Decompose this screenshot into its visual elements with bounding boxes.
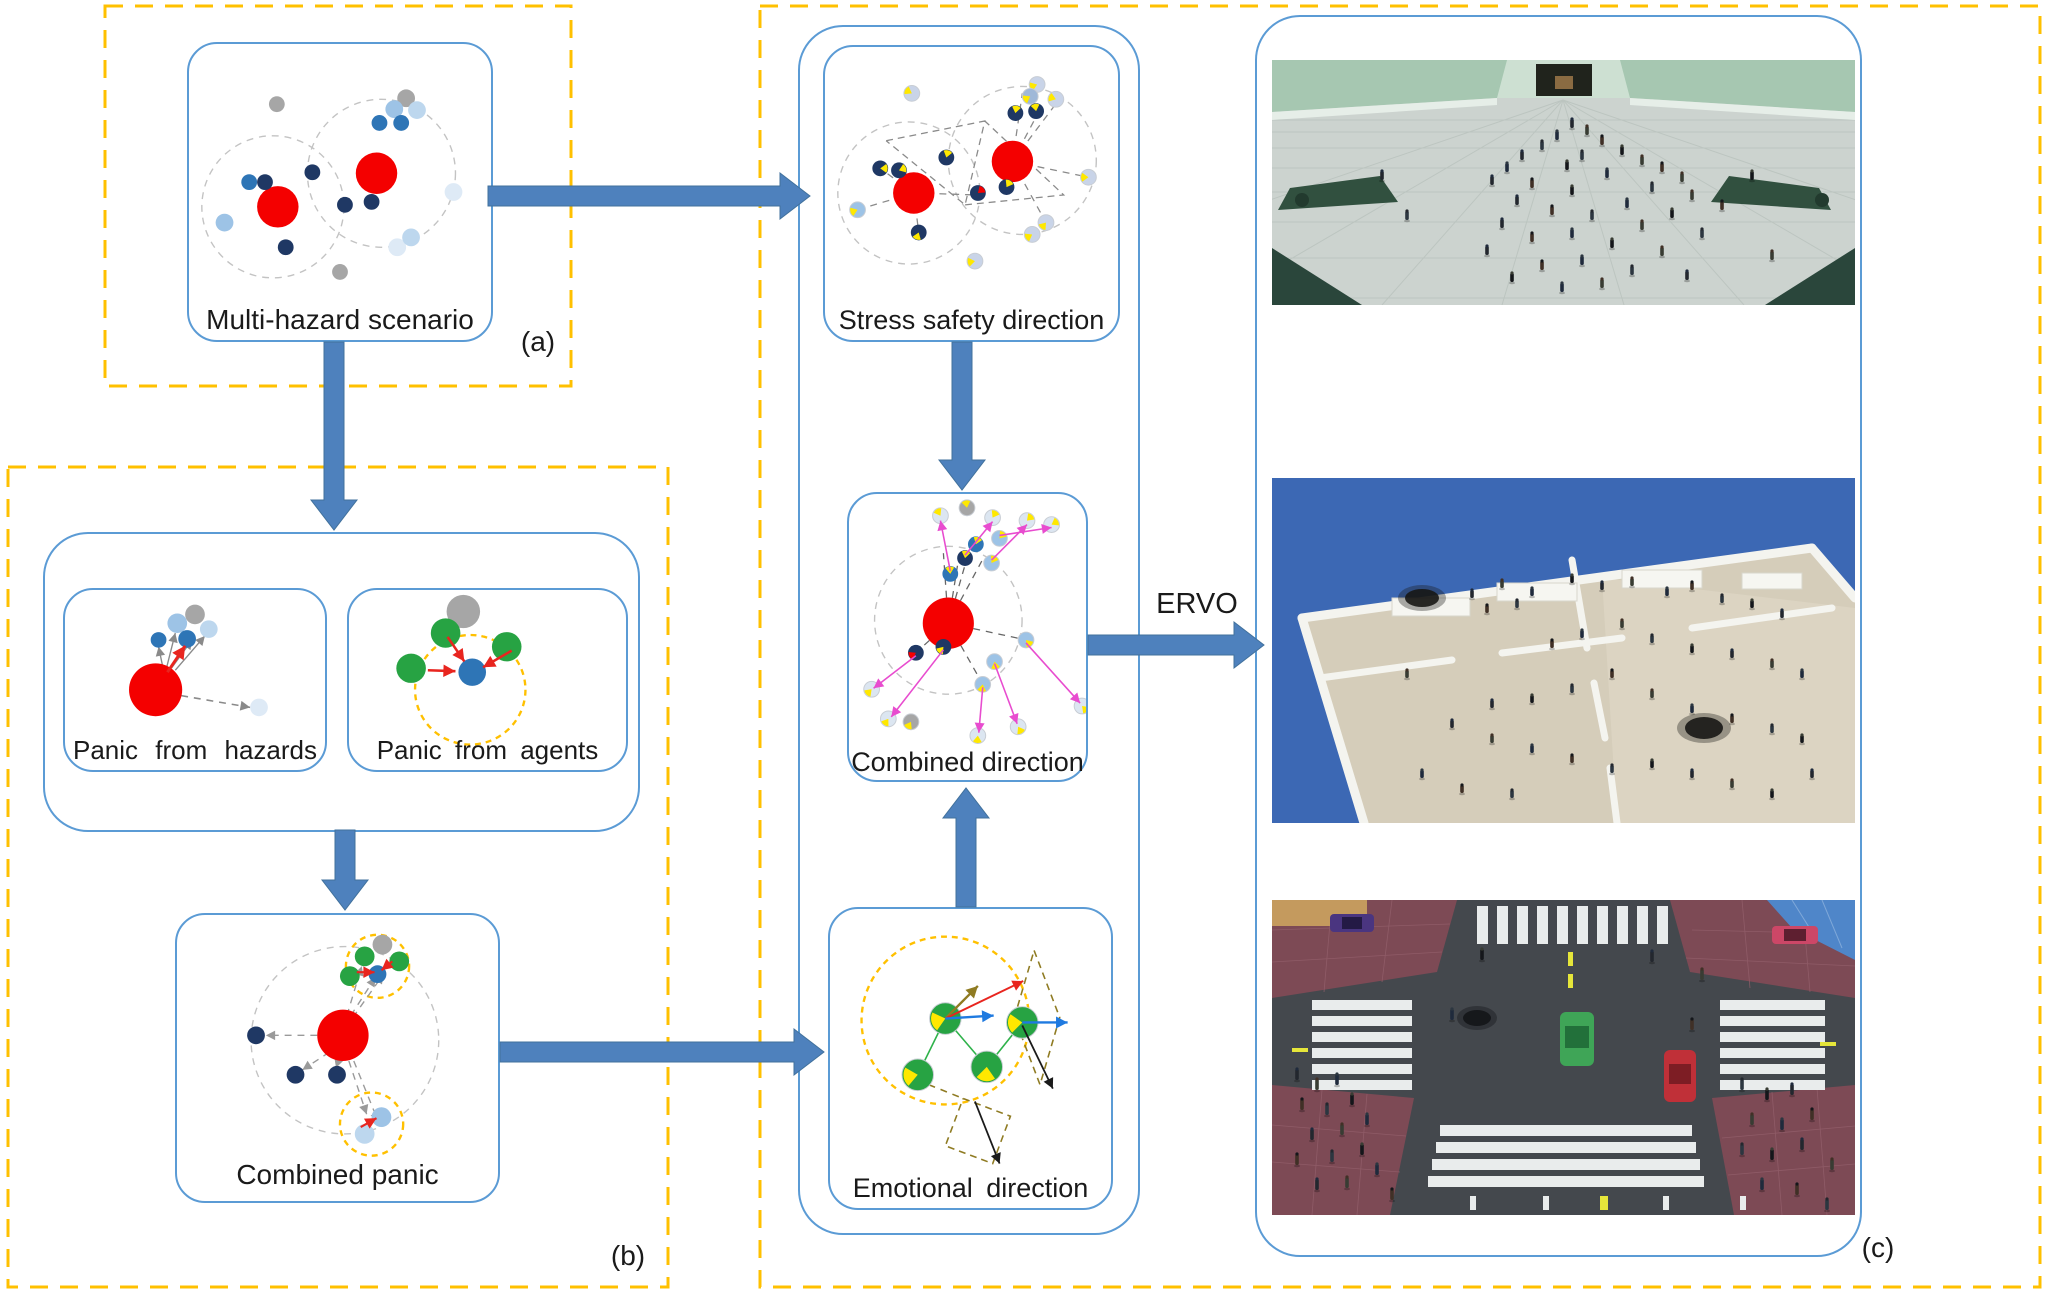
plaza-simulation-image xyxy=(1272,60,1855,305)
stress-safety-label: Stress safety direction xyxy=(838,305,1105,335)
panel-c-tag: (c) xyxy=(1861,1232,1895,1263)
multi-hazard-scenario-box: Multi-hazard scenario xyxy=(187,42,493,342)
combined-direction-label: Combined direction xyxy=(851,747,1084,777)
multi-hazard-label: Multi-hazard scenario xyxy=(206,304,474,335)
stress-safety-direction-box: Stress safety direction xyxy=(823,45,1120,342)
emotional-direction-label: Emotional direction xyxy=(852,1173,1089,1203)
emotional-direction-box: Emotional direction xyxy=(828,907,1113,1210)
street-simulation-image xyxy=(1272,900,1855,1215)
plaza-vehicle xyxy=(1555,76,1573,89)
panic-from-agents-box: Panic from agents xyxy=(347,588,628,772)
combined-direction-box: Combined direction xyxy=(847,492,1088,782)
multi-hazard-illustration xyxy=(201,89,463,280)
interior-simulation-image xyxy=(1272,478,1855,823)
combined-direction-illustration xyxy=(863,499,1086,745)
stress-safety-illustration xyxy=(837,76,1097,270)
ervo-label: ERVO xyxy=(1156,588,1238,620)
plaza-bush xyxy=(1815,193,1829,207)
combined-panic-box: Combined panic xyxy=(175,913,500,1203)
plaza-bush xyxy=(1295,193,1309,207)
panic-from-hazards-label: Panic from hazards xyxy=(73,735,317,765)
panel-a-tag: (a) xyxy=(520,326,556,357)
combined-panic-label: Combined panic xyxy=(236,1159,439,1190)
panic-from-agents-label: Panic from agents xyxy=(376,735,599,765)
street-smoke-spot xyxy=(1457,1006,1497,1030)
interior-floor-shade xyxy=(1602,578,1855,823)
panel-b-tag: (b) xyxy=(610,1240,646,1271)
panic-from-hazards-box: Panic from hazards xyxy=(63,588,327,772)
emotional-direction-illustration xyxy=(860,935,1068,1165)
